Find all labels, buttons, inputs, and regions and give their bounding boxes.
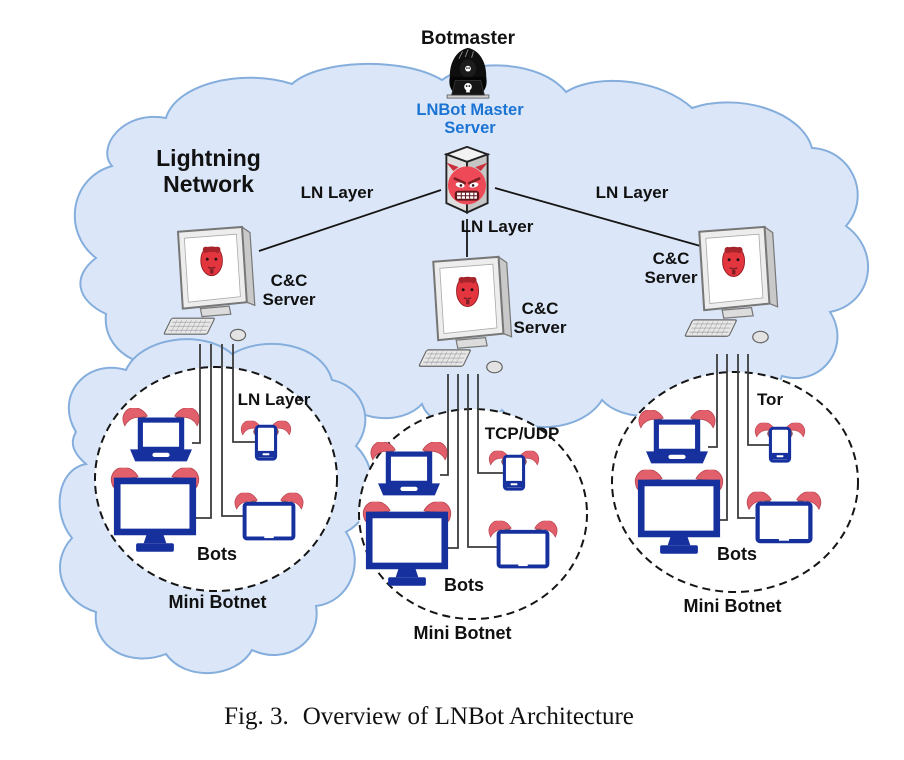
master-server-icon — [446, 147, 487, 213]
mini-botnet-label-middle: Mini Botnet — [413, 623, 512, 643]
bot-links — [192, 344, 770, 549]
cnc-server-label-left: C&C Server — [262, 271, 316, 310]
ln-layer-link-label-middle: LN Layer — [460, 217, 534, 236]
botmaster-hacker-icon — [446, 47, 490, 99]
mini-botnet-label-right: Mini Botnet — [683, 596, 782, 616]
botmaster-label: Botmaster — [421, 28, 515, 49]
master-links — [258, 187, 705, 257]
botnet-channel-label-right: Tor — [756, 390, 784, 409]
figure-caption: Fig. 3. Overview of LNBot Architecture — [29, 703, 829, 731]
bots-label-right: Bots — [717, 544, 757, 564]
botnet-channel-label-middle: TCP/UDP — [484, 424, 560, 443]
botnet-channel-label-left: LN Layer — [237, 390, 311, 409]
lightning-network-label: Lightning Network — [156, 145, 261, 197]
cnc-server-label-right: C&C Server — [644, 249, 698, 288]
bots-label-left: Bots — [197, 544, 237, 564]
ln-layer-link-label-right: LN Layer — [595, 183, 669, 202]
figure-caption-text: Overview of LNBot Architecture — [302, 703, 634, 730]
bots-label-middle: Bots — [444, 575, 484, 595]
cnc-server-label-middle: C&C Server — [513, 299, 567, 338]
ln-layer-link-label-left: LN Layer — [300, 183, 374, 202]
mini-botnet-label-left: Mini Botnet — [168, 592, 267, 612]
figure-caption-number: Fig. 3. — [224, 703, 289, 730]
master-server-label: LNBot Master Server — [416, 101, 524, 138]
